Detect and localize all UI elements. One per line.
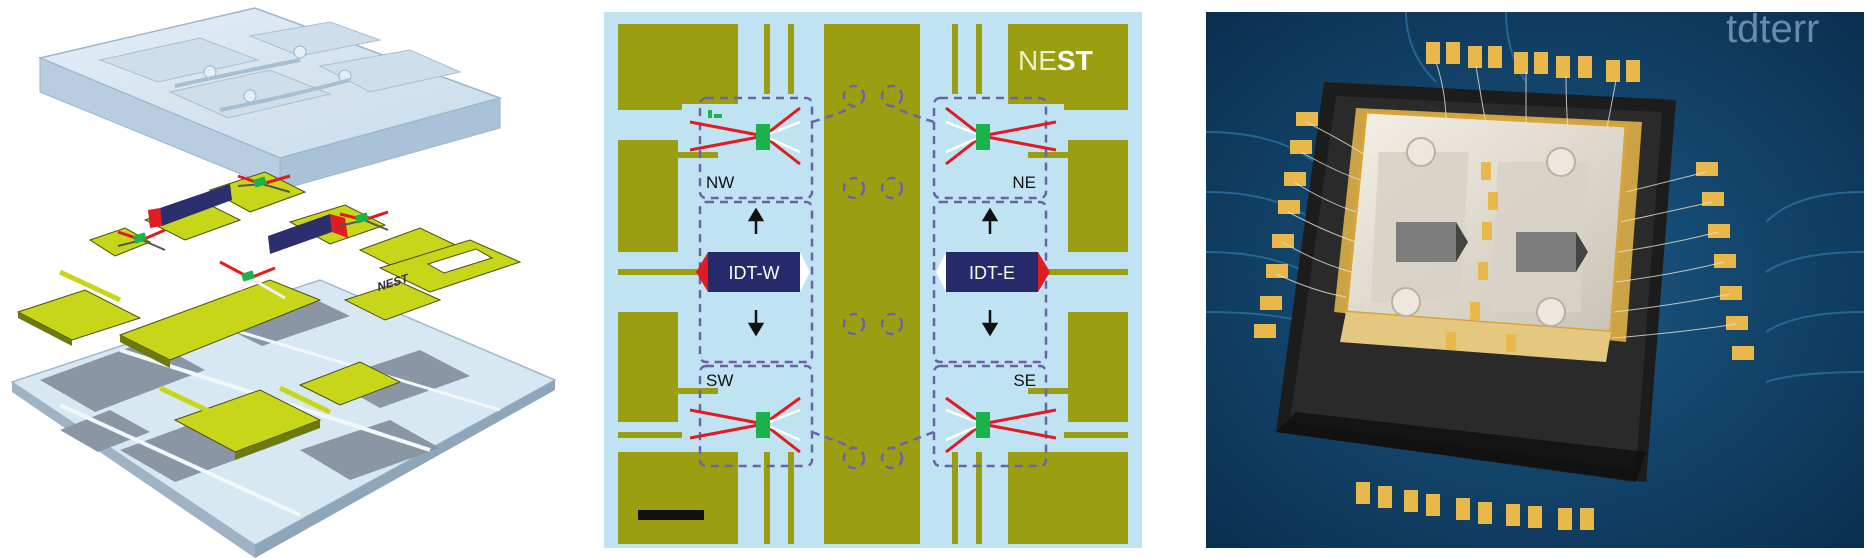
gold-pads-bottom bbox=[1356, 482, 1594, 530]
idt-east: IDT-E bbox=[936, 252, 1050, 292]
quadrant-label-sw: SW bbox=[706, 371, 733, 390]
pdms-block-photo bbox=[1340, 110, 1628, 362]
pdms-lid bbox=[37, 7, 503, 191]
device-layout-schematic: IDT-W IDT-E NW NE SW SE NEST bbox=[604, 12, 1142, 548]
panel-exploded-view: NEST bbox=[0, 0, 580, 558]
idt-east-label: IDT-E bbox=[969, 263, 1015, 283]
quadrant-label-se: SE bbox=[1013, 371, 1036, 390]
nest-logo: NEST bbox=[1018, 45, 1093, 76]
exploded-device-illustration: NEST bbox=[10, 7, 557, 558]
idt-west-label: IDT-W bbox=[729, 263, 780, 283]
sensor-se bbox=[945, 396, 1057, 454]
arrow-up-east-icon bbox=[981, 207, 999, 222]
right-electrode-pads bbox=[952, 24, 1128, 544]
quadrant-label-ne: NE bbox=[1012, 173, 1036, 192]
svg-text:NEST: NEST bbox=[1018, 45, 1093, 76]
gold-pads-top bbox=[1426, 42, 1640, 82]
scale-bar bbox=[638, 510, 704, 520]
idt-transducers-3d bbox=[148, 184, 348, 254]
panel-layout-schematic: IDT-W IDT-E NW NE SW SE NEST bbox=[604, 12, 1142, 548]
board-corner-text: tdterr bbox=[1726, 12, 1819, 51]
idt-west: IDT-W bbox=[696, 252, 810, 292]
sensor-nw bbox=[689, 106, 801, 166]
left-electrode-pads bbox=[618, 24, 794, 544]
gold-pads-left bbox=[1254, 112, 1318, 338]
alignment-mark-icon bbox=[708, 110, 722, 118]
nest-logo-suffix: ST bbox=[1057, 45, 1093, 76]
central-electrode bbox=[824, 24, 920, 544]
nest-logo-prefix: NE bbox=[1018, 45, 1057, 76]
gold-pads-right bbox=[1696, 162, 1754, 360]
quadrant-label-nw: NW bbox=[706, 173, 734, 192]
sensor-leads-3d bbox=[117, 174, 389, 300]
panel-device-photo: tdterr bbox=[1206, 12, 1864, 548]
dashed-regions bbox=[698, 84, 1048, 470]
horizontal-feed-lines bbox=[618, 152, 1128, 394]
arrow-down-east-icon bbox=[981, 322, 999, 337]
wave-direction-arrows bbox=[747, 207, 999, 337]
arrow-down-west-icon bbox=[747, 322, 765, 337]
sensor-ne bbox=[945, 106, 1057, 166]
bond-wires bbox=[1275, 61, 1737, 339]
arrow-up-west-icon bbox=[747, 207, 765, 222]
sensor-sw bbox=[689, 396, 801, 454]
packaged-chip-photo: tdterr bbox=[1206, 12, 1864, 548]
electrode-layer bbox=[16, 171, 472, 460]
